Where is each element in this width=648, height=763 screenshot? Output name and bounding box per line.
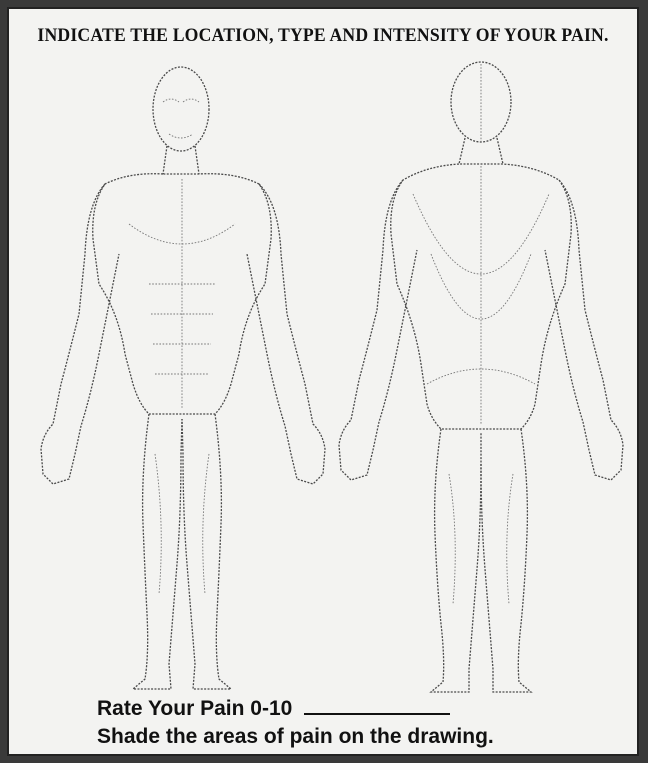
pain-chart-form: INDICATE THE LOCATION, TYPE AND INTENSIT… — [7, 7, 639, 756]
form-title: INDICATE THE LOCATION, TYPE AND INTENSIT… — [31, 25, 615, 47]
front-body-figure[interactable] — [29, 54, 329, 694]
pain-rating-label: Rate Your Pain 0-10 — [97, 697, 292, 720]
pain-rating-row: Rate Your Pain 0-10 — [97, 695, 450, 721]
shade-instruction: Shade the areas of pain on the drawing. — [97, 725, 494, 749]
back-body-figure[interactable] — [331, 54, 631, 694]
pain-rating-blank[interactable] — [304, 695, 450, 715]
